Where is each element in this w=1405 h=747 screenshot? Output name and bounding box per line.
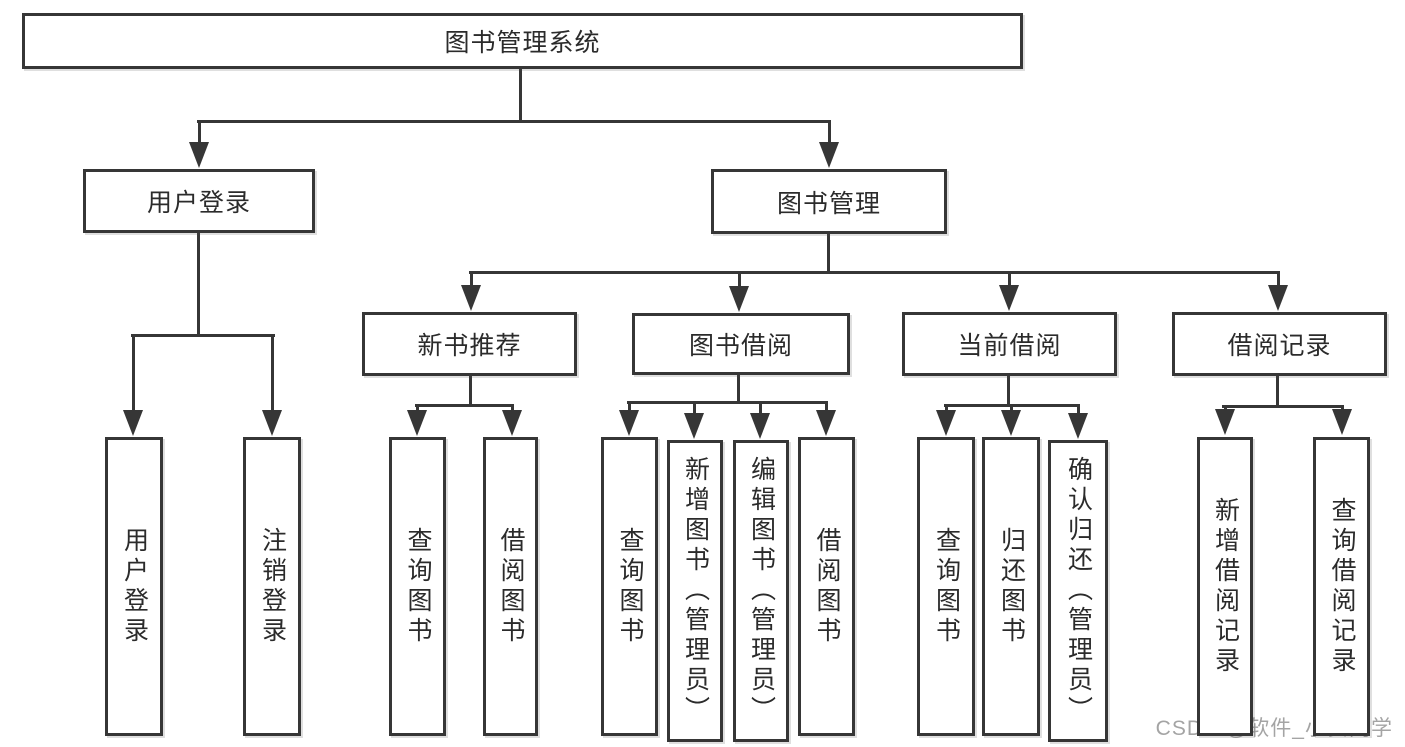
arrow-stem bbox=[511, 404, 514, 412]
connector-line bbox=[1276, 374, 1279, 407]
arrow-head-icon bbox=[461, 285, 481, 311]
arrow-head-icon bbox=[189, 142, 209, 168]
arrow-head-icon bbox=[502, 410, 522, 436]
node-label: 新增借阅记录 bbox=[1211, 496, 1240, 677]
node-label: 用户登录 bbox=[120, 526, 149, 647]
arrow-stem bbox=[1341, 405, 1344, 411]
node-label: 新书推荐 bbox=[417, 332, 522, 360]
arrow-head-icon bbox=[1332, 409, 1352, 435]
arrow-stem bbox=[693, 401, 696, 415]
arrow-head-icon bbox=[619, 410, 639, 436]
connector-line bbox=[627, 401, 828, 404]
connector-line bbox=[1007, 374, 1010, 406]
arrow-head-icon bbox=[1001, 410, 1021, 436]
node-label: 查询图书 bbox=[932, 526, 961, 647]
node-label: 编辑图书（管理员） bbox=[747, 456, 776, 726]
node-leaf-confirm-return-admin: 确认归还（管理员） bbox=[1048, 440, 1108, 742]
arrow-stem bbox=[738, 271, 741, 288]
connector-line bbox=[519, 67, 522, 123]
node-current-borrowing: 当前借阅 bbox=[902, 312, 1117, 376]
node-label: 新增图书（管理员） bbox=[681, 456, 710, 726]
connector-line bbox=[737, 373, 740, 403]
arrow-stem bbox=[416, 404, 419, 412]
arrow-stem bbox=[271, 334, 274, 412]
connector-line bbox=[197, 231, 200, 336]
node-leaf-return-books: 归还图书 bbox=[982, 437, 1040, 736]
node-leaf-query-books-2: 查询图书 bbox=[601, 437, 658, 736]
arrow-stem bbox=[825, 401, 828, 412]
arrow-head-icon bbox=[999, 285, 1019, 311]
node-leaf-query-books-1: 查询图书 bbox=[389, 437, 446, 736]
node-borrowing-records: 借阅记录 bbox=[1172, 312, 1387, 376]
node-label: 图书借阅 bbox=[688, 332, 793, 360]
node-label: 查询借阅记录 bbox=[1328, 496, 1356, 677]
node-label: 确认归还（管理员） bbox=[1064, 456, 1093, 726]
node-user-login-group: 用户登录 bbox=[83, 169, 315, 233]
arrow-head-icon bbox=[684, 413, 704, 439]
node-label: 图书管理系统 bbox=[444, 29, 601, 57]
node-leaf-borrow-books-1: 借阅图书 bbox=[483, 437, 538, 736]
arrow-head-icon bbox=[1268, 285, 1288, 311]
arrow-head-icon bbox=[729, 286, 749, 312]
arrow-stem bbox=[828, 120, 831, 144]
node-new-book-recommend: 新书推荐 bbox=[362, 312, 577, 376]
connector-line bbox=[197, 120, 831, 123]
arrow-head-icon bbox=[816, 410, 836, 436]
node-label: 借阅记录 bbox=[1227, 332, 1332, 360]
arrow-head-icon bbox=[1215, 409, 1235, 435]
node-label: 当前借阅 bbox=[957, 332, 1062, 360]
node-label: 用户登录 bbox=[146, 189, 251, 217]
node-label: 注销登录 bbox=[258, 526, 287, 647]
node-book-management: 图书管理 bbox=[711, 169, 947, 234]
node-label: 查询图书 bbox=[616, 526, 644, 647]
arrow-stem bbox=[1008, 271, 1011, 287]
arrow-stem bbox=[132, 334, 135, 412]
node-label: 借阅图书 bbox=[497, 526, 525, 647]
node-leaf-query-borrow-record: 查询借阅记录 bbox=[1313, 437, 1370, 736]
arrow-head-icon bbox=[936, 410, 956, 436]
connector-line bbox=[131, 334, 275, 337]
node-label: 借阅图书 bbox=[813, 526, 841, 647]
arrow-head-icon bbox=[407, 410, 427, 436]
node-leaf-borrow-books-2: 借阅图书 bbox=[798, 437, 855, 736]
node-leaf-add-borrow-record: 新增借阅记录 bbox=[1197, 437, 1253, 736]
node-leaf-edit-books-admin: 编辑图书（管理员） bbox=[733, 440, 789, 742]
connector-line bbox=[469, 374, 472, 406]
node-leaf-add-books-admin: 新增图书（管理员） bbox=[667, 440, 723, 742]
node-root: 图书管理系统 bbox=[22, 13, 1023, 69]
arrow-stem bbox=[945, 404, 948, 412]
connector-line bbox=[415, 404, 514, 407]
node-label: 归还图书 bbox=[997, 526, 1026, 647]
arrow-head-icon bbox=[819, 142, 839, 168]
connector-line bbox=[1222, 405, 1344, 408]
node-leaf-query-books-3: 查询图书 bbox=[917, 437, 975, 736]
arrow-head-icon bbox=[123, 410, 143, 436]
arrow-stem bbox=[1010, 404, 1013, 412]
arrow-stem bbox=[1224, 405, 1227, 411]
arrow-stem bbox=[1077, 404, 1080, 415]
arrow-stem bbox=[628, 401, 631, 412]
arrow-stem bbox=[759, 401, 762, 415]
arrow-stem bbox=[198, 120, 201, 144]
connector-line bbox=[469, 271, 1280, 274]
arrow-stem bbox=[1277, 271, 1280, 287]
arrow-stem bbox=[470, 271, 473, 287]
node-label: 查询图书 bbox=[404, 526, 432, 647]
arrow-head-icon bbox=[262, 410, 282, 436]
arrow-head-icon bbox=[750, 413, 770, 439]
node-book-borrowing: 图书借阅 bbox=[632, 313, 850, 375]
connector-line bbox=[827, 232, 830, 273]
node-leaf-logout: 注销登录 bbox=[243, 437, 301, 736]
node-leaf-user-login: 用户登录 bbox=[105, 437, 163, 736]
node-label: 图书管理 bbox=[776, 189, 881, 218]
arrow-head-icon bbox=[1068, 413, 1088, 439]
